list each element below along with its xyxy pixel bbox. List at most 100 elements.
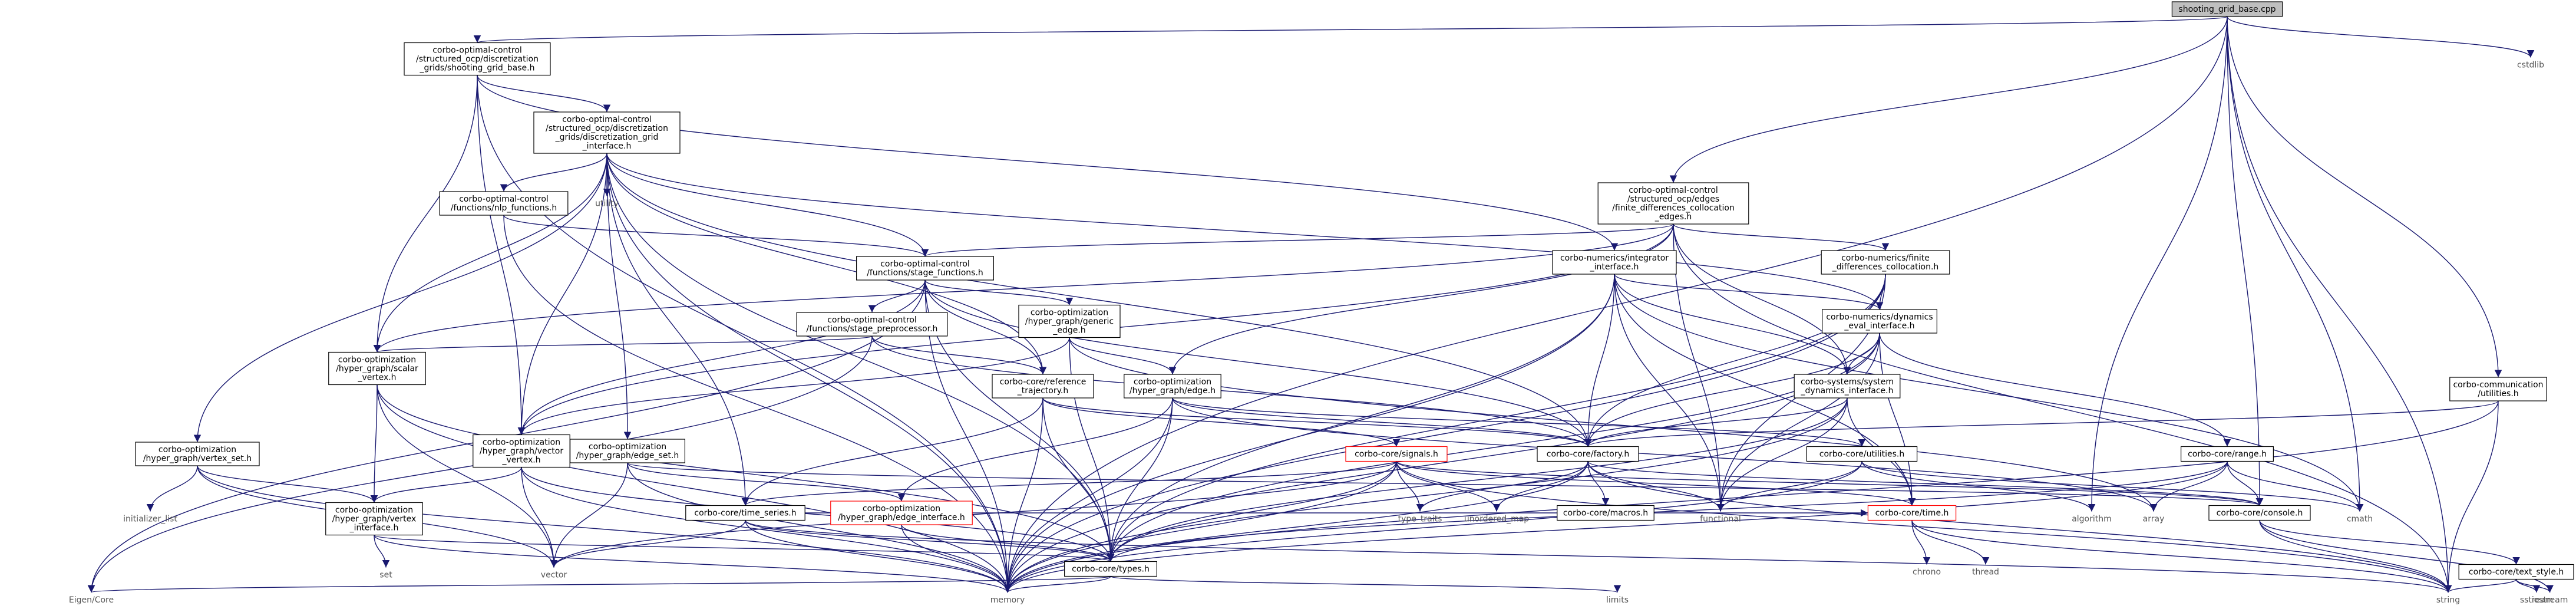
node-box <box>1822 309 1938 334</box>
edge-eint-h-to-memory <box>901 524 1012 593</box>
node-factory-h[interactable]: corbo-core/factory.h <box>1537 446 1639 462</box>
edge-vset-h-to-memory <box>197 465 1012 593</box>
node-vector[interactable]: vector <box>534 568 573 582</box>
node-vvec-h[interactable]: corbo-optimization/hyper_graph/vector_ve… <box>473 434 570 468</box>
node-scalar-h[interactable]: corbo-optimization/hyper_graph/scalar_ve… <box>328 351 426 386</box>
node-console-h[interactable]: corbo-core/console.h <box>2208 505 2311 521</box>
node-thread[interactable]: thread <box>1966 565 2005 580</box>
node-gen-h[interactable]: corbo-optimization/hyper_graph/generic_e… <box>1018 304 1121 338</box>
node-eigen[interactable]: Eigen/Core <box>63 592 120 607</box>
edge-factory-h-to-console-h <box>1587 460 2263 506</box>
edge-nlp-h-to-stage-h <box>503 215 929 257</box>
node-ts-h[interactable]: corbo-core/time_series.h <box>685 505 805 521</box>
edge-dyn-h-to-functional <box>1716 333 1880 512</box>
node-pre-h[interactable]: corbo-optimal-control/functions/stage_pr… <box>796 312 948 337</box>
node-label: corbo-numerics/finite <box>1841 254 1930 263</box>
node-root[interactable]: shooting_grid_base.cpp <box>2171 1 2283 17</box>
node-vset-h[interactable]: corbo-optimization/hyper_graph/vertex_se… <box>135 442 260 466</box>
node-comm-h[interactable]: corbo-communication/utilities.h <box>2449 377 2547 401</box>
node-box <box>992 374 1094 399</box>
node-label: utility <box>595 199 619 209</box>
node-label: _vertex.h <box>501 456 540 465</box>
node-dgi-h[interactable]: corbo-optimal-control/structured_ocp/dis… <box>533 111 681 154</box>
node-types-h[interactable]: corbo-core/types.h <box>1064 561 1157 577</box>
node-sstream[interactable]: sstream <box>2515 592 2558 607</box>
edge-root-to-comm-h <box>2227 16 2502 378</box>
node-array[interactable]: array <box>2136 512 2171 526</box>
edge-dgi-h-to-vvec-h <box>517 153 607 435</box>
node-type-traits[interactable]: type_traits <box>1389 512 1451 526</box>
node-sgb-h[interactable]: corbo-optimal-control/structured_ocp/dis… <box>404 42 551 76</box>
edge-dyn-h-to-range-h <box>1879 333 2231 447</box>
node-label: _dynamics_interface.h <box>1801 386 1894 396</box>
node-vint-h[interactable]: corbo-optimization/hyper_graph/vertex_in… <box>325 502 423 536</box>
edge-vset-h-to-init-list <box>146 465 198 512</box>
node-label: corbo-optimization <box>1031 308 1108 318</box>
node-text-h[interactable]: corbo-core/text_style.h <box>2458 564 2574 580</box>
node-set[interactable]: set <box>374 568 399 582</box>
node-util-h[interactable]: corbo-core/utilities.h <box>1806 446 1918 462</box>
node-label: _eval_interface.h <box>1844 321 1914 331</box>
edge-vint-h-to-memory <box>374 535 1012 593</box>
edge-ref-h-to-memory <box>1003 397 1043 593</box>
node-label: cmath <box>2347 515 2373 524</box>
edge-integ-h-to-time-h <box>1614 274 1916 506</box>
edge-sgb-h-to-integ-h <box>477 75 1619 251</box>
edge-range-h-to-cmath <box>2227 461 2364 512</box>
node-integ-h[interactable]: corbo-numerics/integrator_interface.h <box>1552 250 1677 275</box>
node-label: array <box>2143 515 2165 524</box>
node-fdcoll-h[interactable]: corbo-numerics/finite_differences_colloc… <box>1821 250 1950 275</box>
edge-ts-h-to-vector <box>550 520 746 568</box>
node-utility[interactable]: utility <box>585 196 628 211</box>
node-chrono[interactable]: chrono <box>1907 565 1946 580</box>
node-cstdlib[interactable]: cstdlib <box>2509 58 2552 73</box>
edge-comm-h-to-memory <box>1003 400 2499 593</box>
node-label: corbo-core/utilities.h <box>1819 450 1904 459</box>
node-iostream[interactable]: iostream <box>2526 592 2574 607</box>
edge-util-h-to-memory <box>1003 461 1862 593</box>
edge-scalar-h-to-vector <box>377 384 558 568</box>
node-range-h[interactable]: corbo-core/range.h <box>2181 446 2274 462</box>
edge-edge-h-to-factory-h <box>1172 397 1592 447</box>
node-box <box>328 351 426 386</box>
node-limits[interactable]: limits <box>1598 592 1637 607</box>
node-unordered-map[interactable]: unordered_map <box>1462 512 1532 526</box>
edge-ref-h-to-ts-h <box>741 397 1043 506</box>
node-nlp-h[interactable]: corbo-optimal-control/functions/nlp_func… <box>439 191 569 216</box>
node-algorithm[interactable]: algorithm <box>2066 512 2118 526</box>
node-eint-h[interactable]: corbo-optimization/hyper_graph/edge_inte… <box>830 501 973 525</box>
edge-time-h-to-string <box>1911 520 2452 593</box>
node-sys-h[interactable]: corbo-systems/system_dynamics_interface.… <box>1794 374 1901 399</box>
node-box <box>1552 250 1677 275</box>
edge-console-h-to-string <box>2259 520 2452 593</box>
node-label: /structured_ocp/edges <box>1627 195 1719 204</box>
node-string[interactable]: string <box>2429 592 2468 607</box>
node-macros-h[interactable]: corbo-core/macros.h <box>1557 505 1654 521</box>
node-label: corbo-optimization <box>863 504 940 513</box>
edge-factory-h-to-type-traits <box>1416 461 1588 512</box>
node-signals-h[interactable]: corbo-core/signals.h <box>1345 446 1448 462</box>
node-label: /hyper_graph/vertex_set.h <box>143 454 252 463</box>
edge-gen-h-to-edge-h <box>1069 337 1177 375</box>
node-cmath[interactable]: cmath <box>2343 512 2377 526</box>
node-edge-h[interactable]: corbo-optimization/hyper_graph/edge.h <box>1124 374 1221 399</box>
edge-ts-h-to-memory <box>745 520 1012 593</box>
node-time-h[interactable]: corbo-core/time.h <box>1867 505 1957 521</box>
edge-time-h-to-thread <box>1911 520 1990 565</box>
edge-vvec-h-to-memory <box>521 467 1012 593</box>
edge-console-h-to-iostream <box>2259 520 2554 593</box>
edge-integ-h-to-sys-h <box>1614 274 1851 375</box>
edge-integ-h-to-dyn-h <box>1614 274 1884 310</box>
node-ref-h[interactable]: corbo-core/reference_trajectory.h <box>992 374 1094 399</box>
node-label: corbo-optimization <box>589 442 666 452</box>
node-functional[interactable]: functional <box>1692 512 1749 526</box>
node-stage-h[interactable]: corbo-optimal-control/functions/stage_fu… <box>856 256 994 281</box>
node-eset-h[interactable]: corbo-optimization/hyper_graph/edge_set.… <box>569 439 685 463</box>
node-init-list[interactable]: initializer_list <box>108 512 192 526</box>
node-dyn-h[interactable]: corbo-numerics/dynamics_eval_interface.h <box>1822 309 1938 334</box>
node-fdc-h[interactable]: corbo-optimal-control/structured_ocp/edg… <box>1597 182 1749 225</box>
edge-scalar-h-to-memory <box>377 384 1012 593</box>
edge-range-h-to-console-h <box>2227 461 2264 506</box>
edge-scalar-h-to-vint-h <box>370 384 378 503</box>
node-memory[interactable]: memory <box>988 592 1027 607</box>
